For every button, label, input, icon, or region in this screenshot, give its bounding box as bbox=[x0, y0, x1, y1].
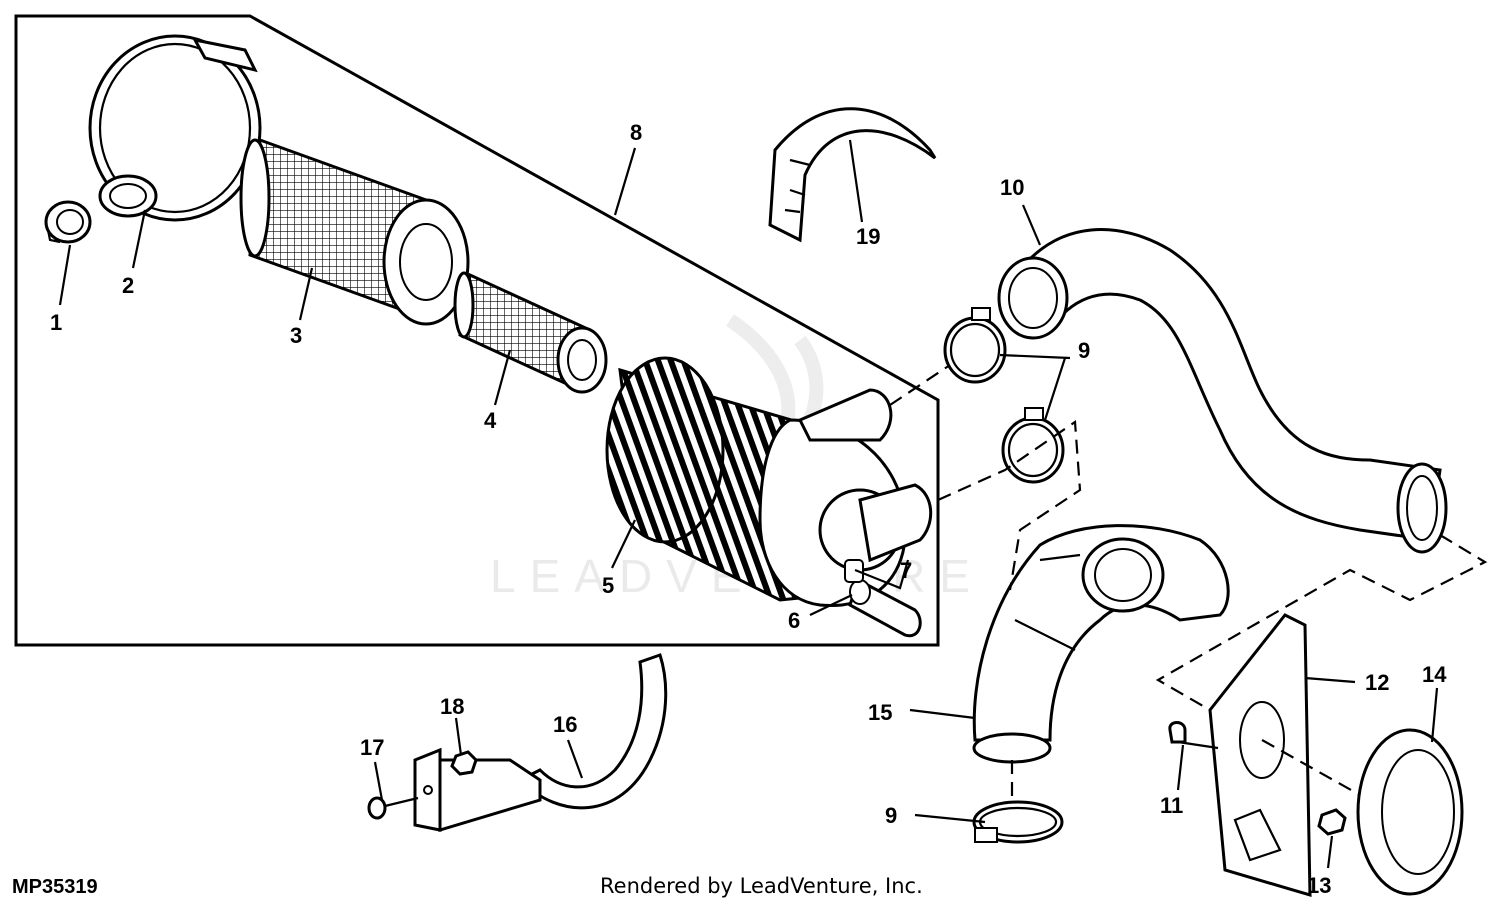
part-primary-filter bbox=[239, 137, 470, 326]
part-nut-left bbox=[450, 750, 478, 776]
callout-19: 19 bbox=[856, 224, 880, 249]
callout-14: 14 bbox=[1422, 662, 1447, 687]
part-support-strap bbox=[768, 107, 937, 243]
render-credit: Rendered by LeadVenture, Inc. bbox=[600, 874, 923, 898]
callout-17: 17 bbox=[360, 735, 384, 760]
callout-5: 5 bbox=[602, 573, 614, 598]
callout-8: 8 bbox=[630, 120, 642, 145]
callout-7: 7 bbox=[900, 558, 912, 583]
part-elbow-hose bbox=[972, 524, 1230, 764]
callout-3: 3 bbox=[290, 323, 302, 348]
part-intake-hose bbox=[997, 228, 1448, 554]
callout-9-upper: 9 bbox=[1078, 338, 1090, 363]
part-seal-ring bbox=[1356, 728, 1464, 896]
part-mount-plate bbox=[1208, 613, 1312, 898]
callout-16: 16 bbox=[553, 712, 577, 737]
part-curved-strap bbox=[517, 653, 668, 810]
callout-13: 13 bbox=[1307, 873, 1331, 898]
part-support-bracket bbox=[413, 747, 542, 833]
assembly-boundary bbox=[14, 14, 940, 647]
callout-10: 10 bbox=[1000, 175, 1024, 200]
callout-9-lower: 9 bbox=[885, 803, 897, 828]
callout-2: 2 bbox=[122, 273, 134, 298]
part-air-cleaner-housing bbox=[605, 356, 933, 608]
part-fitting bbox=[844, 559, 864, 583]
part-dust-valve bbox=[848, 577, 922, 638]
callout-4: 4 bbox=[484, 408, 497, 433]
diagram-id-label: MP35319 bbox=[12, 876, 98, 898]
part-bolt-left bbox=[367, 796, 419, 820]
callout-1: 1 bbox=[50, 310, 62, 335]
alignment-lines bbox=[889, 364, 1488, 800]
callout-18: 18 bbox=[440, 694, 464, 719]
leader-lines bbox=[58, 139, 1439, 869]
part-hose-clamp-middle bbox=[1001, 407, 1065, 484]
callout-6: 6 bbox=[788, 608, 800, 633]
callouts: 1 2 3 4 5 6 7 8 9 9 10 11 12 13 14 15 16… bbox=[50, 120, 1447, 898]
part-band-clamp bbox=[88, 34, 262, 222]
part-hose-clamp-lower bbox=[972, 800, 1064, 844]
part-bolt bbox=[1168, 721, 1219, 750]
part-nut-right bbox=[1317, 808, 1347, 836]
callout-15: 15 bbox=[868, 700, 892, 725]
part-hose-clamp-upper bbox=[943, 307, 1007, 384]
callout-11: 11 bbox=[1160, 793, 1183, 818]
part-seal bbox=[44, 200, 92, 244]
callout-12: 12 bbox=[1365, 670, 1389, 695]
part-secondary-filter bbox=[453, 271, 608, 394]
